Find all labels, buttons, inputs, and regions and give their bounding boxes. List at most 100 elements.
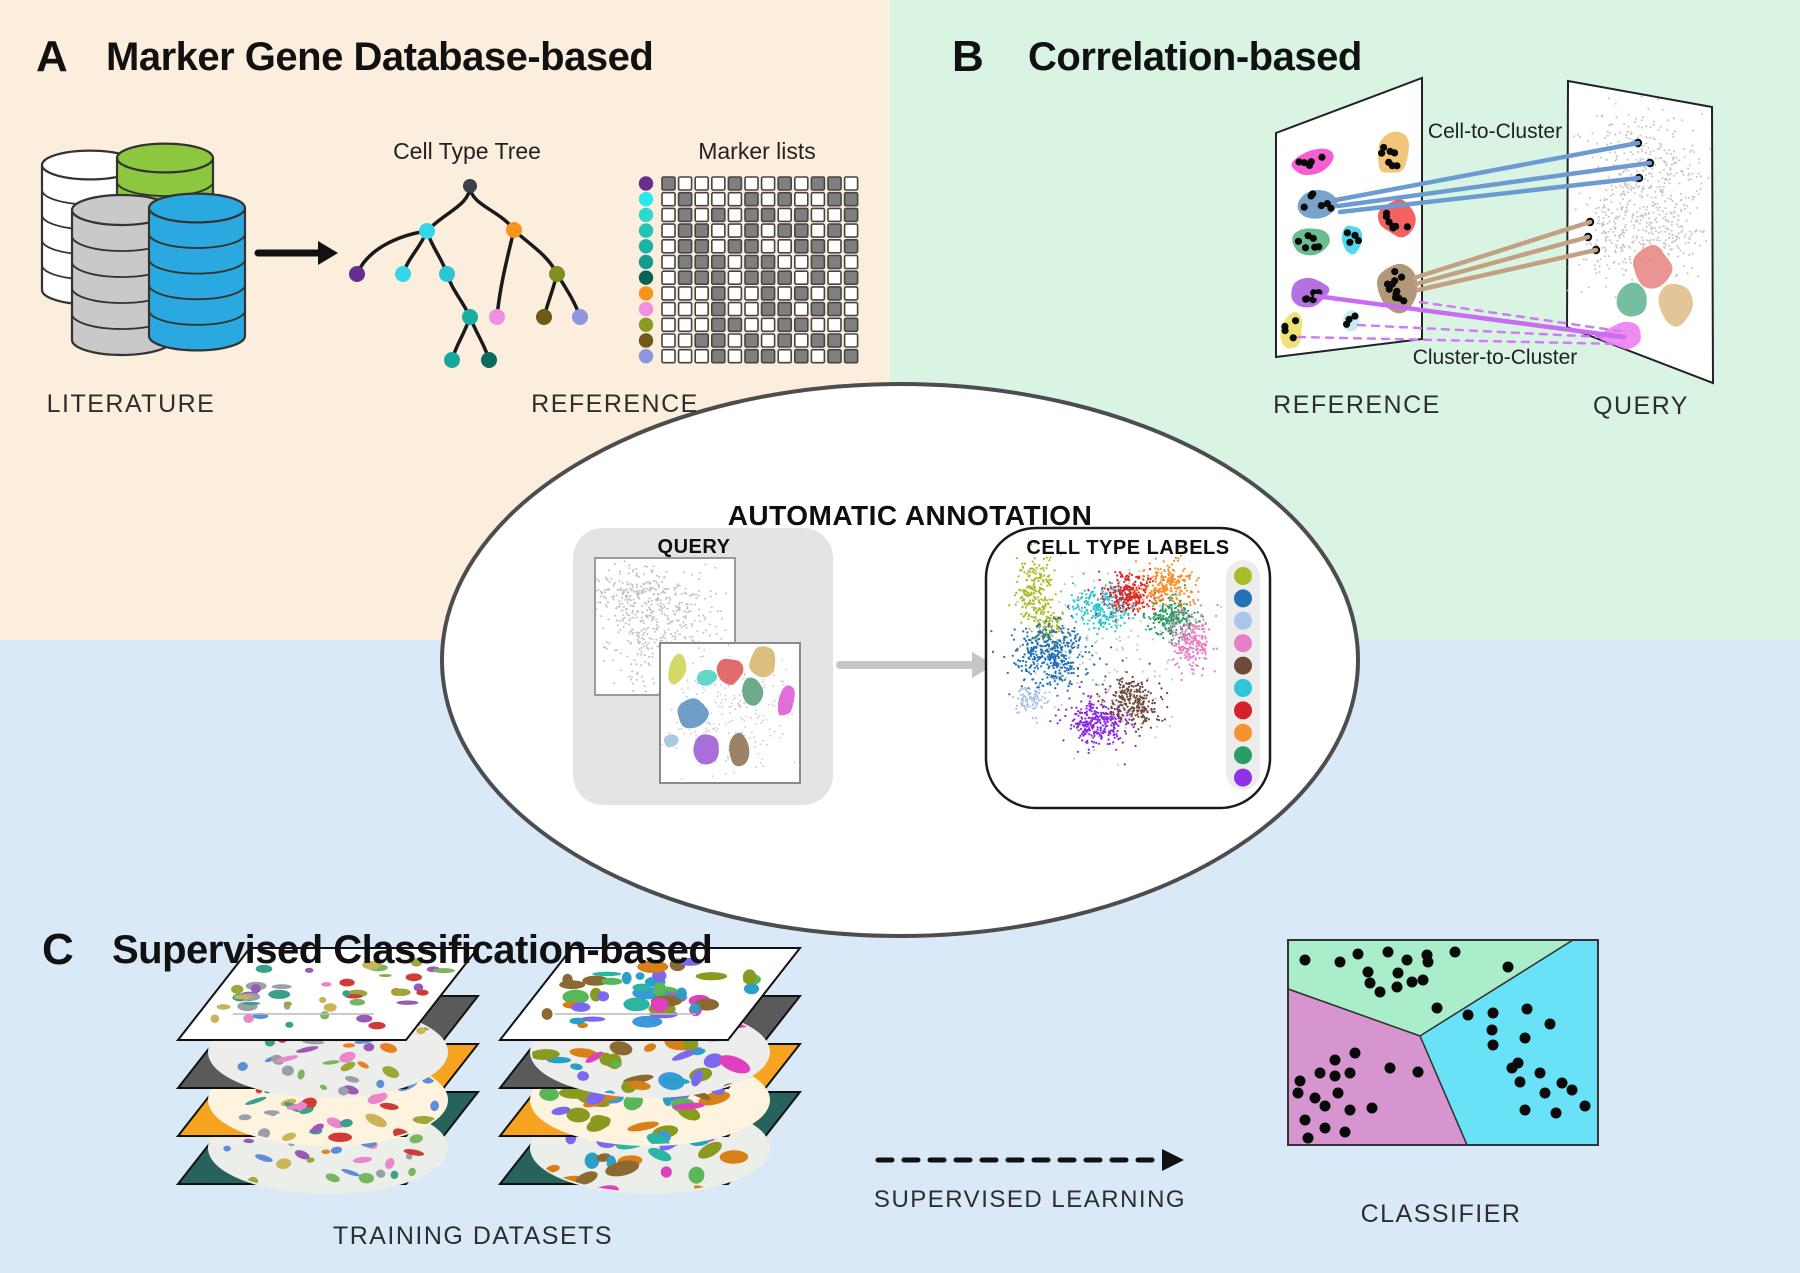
tree-node xyxy=(463,179,477,193)
marker-cell xyxy=(843,333,859,348)
tree-node xyxy=(444,352,460,368)
marker-cell xyxy=(677,254,693,270)
marker-cell xyxy=(827,270,842,286)
marker-cell xyxy=(661,223,676,238)
classifier-point xyxy=(1462,1009,1474,1021)
marker-cell xyxy=(694,191,710,207)
marker-cell xyxy=(760,254,776,270)
legend-dot xyxy=(1234,634,1252,653)
training-stack xyxy=(497,947,803,1194)
query-front-blob xyxy=(716,658,744,685)
tree-node xyxy=(439,266,455,282)
tree-node xyxy=(572,309,588,325)
marker-cell xyxy=(793,348,809,364)
classifier-point xyxy=(1486,1024,1498,1036)
classifier-point xyxy=(1362,966,1374,978)
marker-lists-label: Marker lists xyxy=(698,138,816,164)
marker-cell xyxy=(810,286,826,301)
reference-cluster-blob xyxy=(1291,277,1330,308)
panel-a-title: Marker Gene Database-based xyxy=(106,35,654,79)
marker-cell xyxy=(810,239,826,254)
marker-cell xyxy=(710,254,726,270)
marker-cell xyxy=(677,176,693,191)
marker-cell xyxy=(760,270,776,286)
legend-dot xyxy=(1234,746,1252,765)
classifier-point xyxy=(1319,1100,1331,1112)
marker-cell xyxy=(777,223,793,238)
reference-b-label: REFERENCE xyxy=(1273,391,1441,419)
automatic-annotation-title: AUTOMATIC ANNOTATION xyxy=(727,500,1093,531)
classifier-label: CLASSIFIER xyxy=(1360,1200,1522,1228)
marker-cell xyxy=(843,286,859,301)
marker-lists-grid xyxy=(638,176,859,364)
classifier-point xyxy=(1506,1062,1518,1074)
classifier-point xyxy=(1566,1084,1578,1096)
annotation-arrow xyxy=(836,652,994,678)
marker-row-dot xyxy=(638,317,654,332)
panel-c-title: Supervised Classification-based xyxy=(112,928,713,972)
classifier-point xyxy=(1319,1122,1331,1134)
marker-cell xyxy=(710,317,726,333)
correlation-links xyxy=(1296,140,1653,346)
classifier-point xyxy=(1519,1104,1531,1116)
marker-cell xyxy=(827,191,842,207)
marker-cell xyxy=(744,317,759,333)
marker-cell xyxy=(810,223,826,238)
query-front-blob xyxy=(677,698,709,729)
correlation-panel xyxy=(1275,76,1715,385)
tree-node xyxy=(489,309,505,325)
classifier-point xyxy=(1374,986,1386,998)
classifier-point xyxy=(1406,976,1418,988)
marker-cell xyxy=(760,223,776,238)
marker-cell xyxy=(677,207,693,223)
query-front-blob xyxy=(663,734,679,748)
marker-cell xyxy=(793,239,809,254)
marker-cell xyxy=(827,254,842,270)
classifier-point xyxy=(1401,954,1413,966)
classifier-point xyxy=(1332,1087,1344,1099)
marker-row-dot xyxy=(638,239,654,254)
reference-cluster-blob xyxy=(1377,199,1416,238)
literature-databases-icon xyxy=(40,142,247,357)
marker-cell xyxy=(827,223,842,238)
marker-cell xyxy=(694,239,710,254)
marker-cell xyxy=(744,207,759,223)
tree-node xyxy=(506,222,522,238)
classifier-point xyxy=(1449,946,1461,958)
marker-cell xyxy=(777,286,793,301)
marker-row-dot xyxy=(638,333,654,348)
marker-cell xyxy=(843,207,859,223)
marker-cell xyxy=(710,333,726,348)
query-plane xyxy=(1565,79,1715,385)
marker-cell xyxy=(710,301,726,317)
marker-cell xyxy=(760,191,776,207)
marker-cell xyxy=(727,333,743,348)
marker-cell xyxy=(777,333,793,348)
marker-cell xyxy=(710,207,726,223)
marker-cell xyxy=(843,223,859,238)
marker-cell xyxy=(827,176,842,191)
marker-row-dot xyxy=(638,207,654,223)
training-stack xyxy=(175,947,481,1194)
reference-cluster-blob xyxy=(1342,310,1360,332)
marker-cell xyxy=(661,286,676,301)
marker-cell xyxy=(827,207,842,223)
marker-cell xyxy=(744,301,759,317)
supervised-learning-label: SUPERVISED LEARNING xyxy=(873,1186,1187,1213)
reference-cluster-blob xyxy=(1297,189,1338,219)
classifier-point xyxy=(1294,1075,1306,1087)
marker-cell xyxy=(827,286,842,301)
query-cluster-blob xyxy=(1658,283,1693,327)
marker-cell xyxy=(710,348,726,364)
marker-cell xyxy=(843,191,859,207)
classifier-point xyxy=(1487,1039,1499,1051)
marker-cell xyxy=(710,286,726,301)
marker-cell xyxy=(727,270,743,286)
marker-cell xyxy=(827,239,842,254)
classifier-point xyxy=(1382,946,1394,958)
marker-cell xyxy=(727,317,743,333)
classifier-point xyxy=(1392,967,1404,979)
marker-cell xyxy=(710,176,726,191)
